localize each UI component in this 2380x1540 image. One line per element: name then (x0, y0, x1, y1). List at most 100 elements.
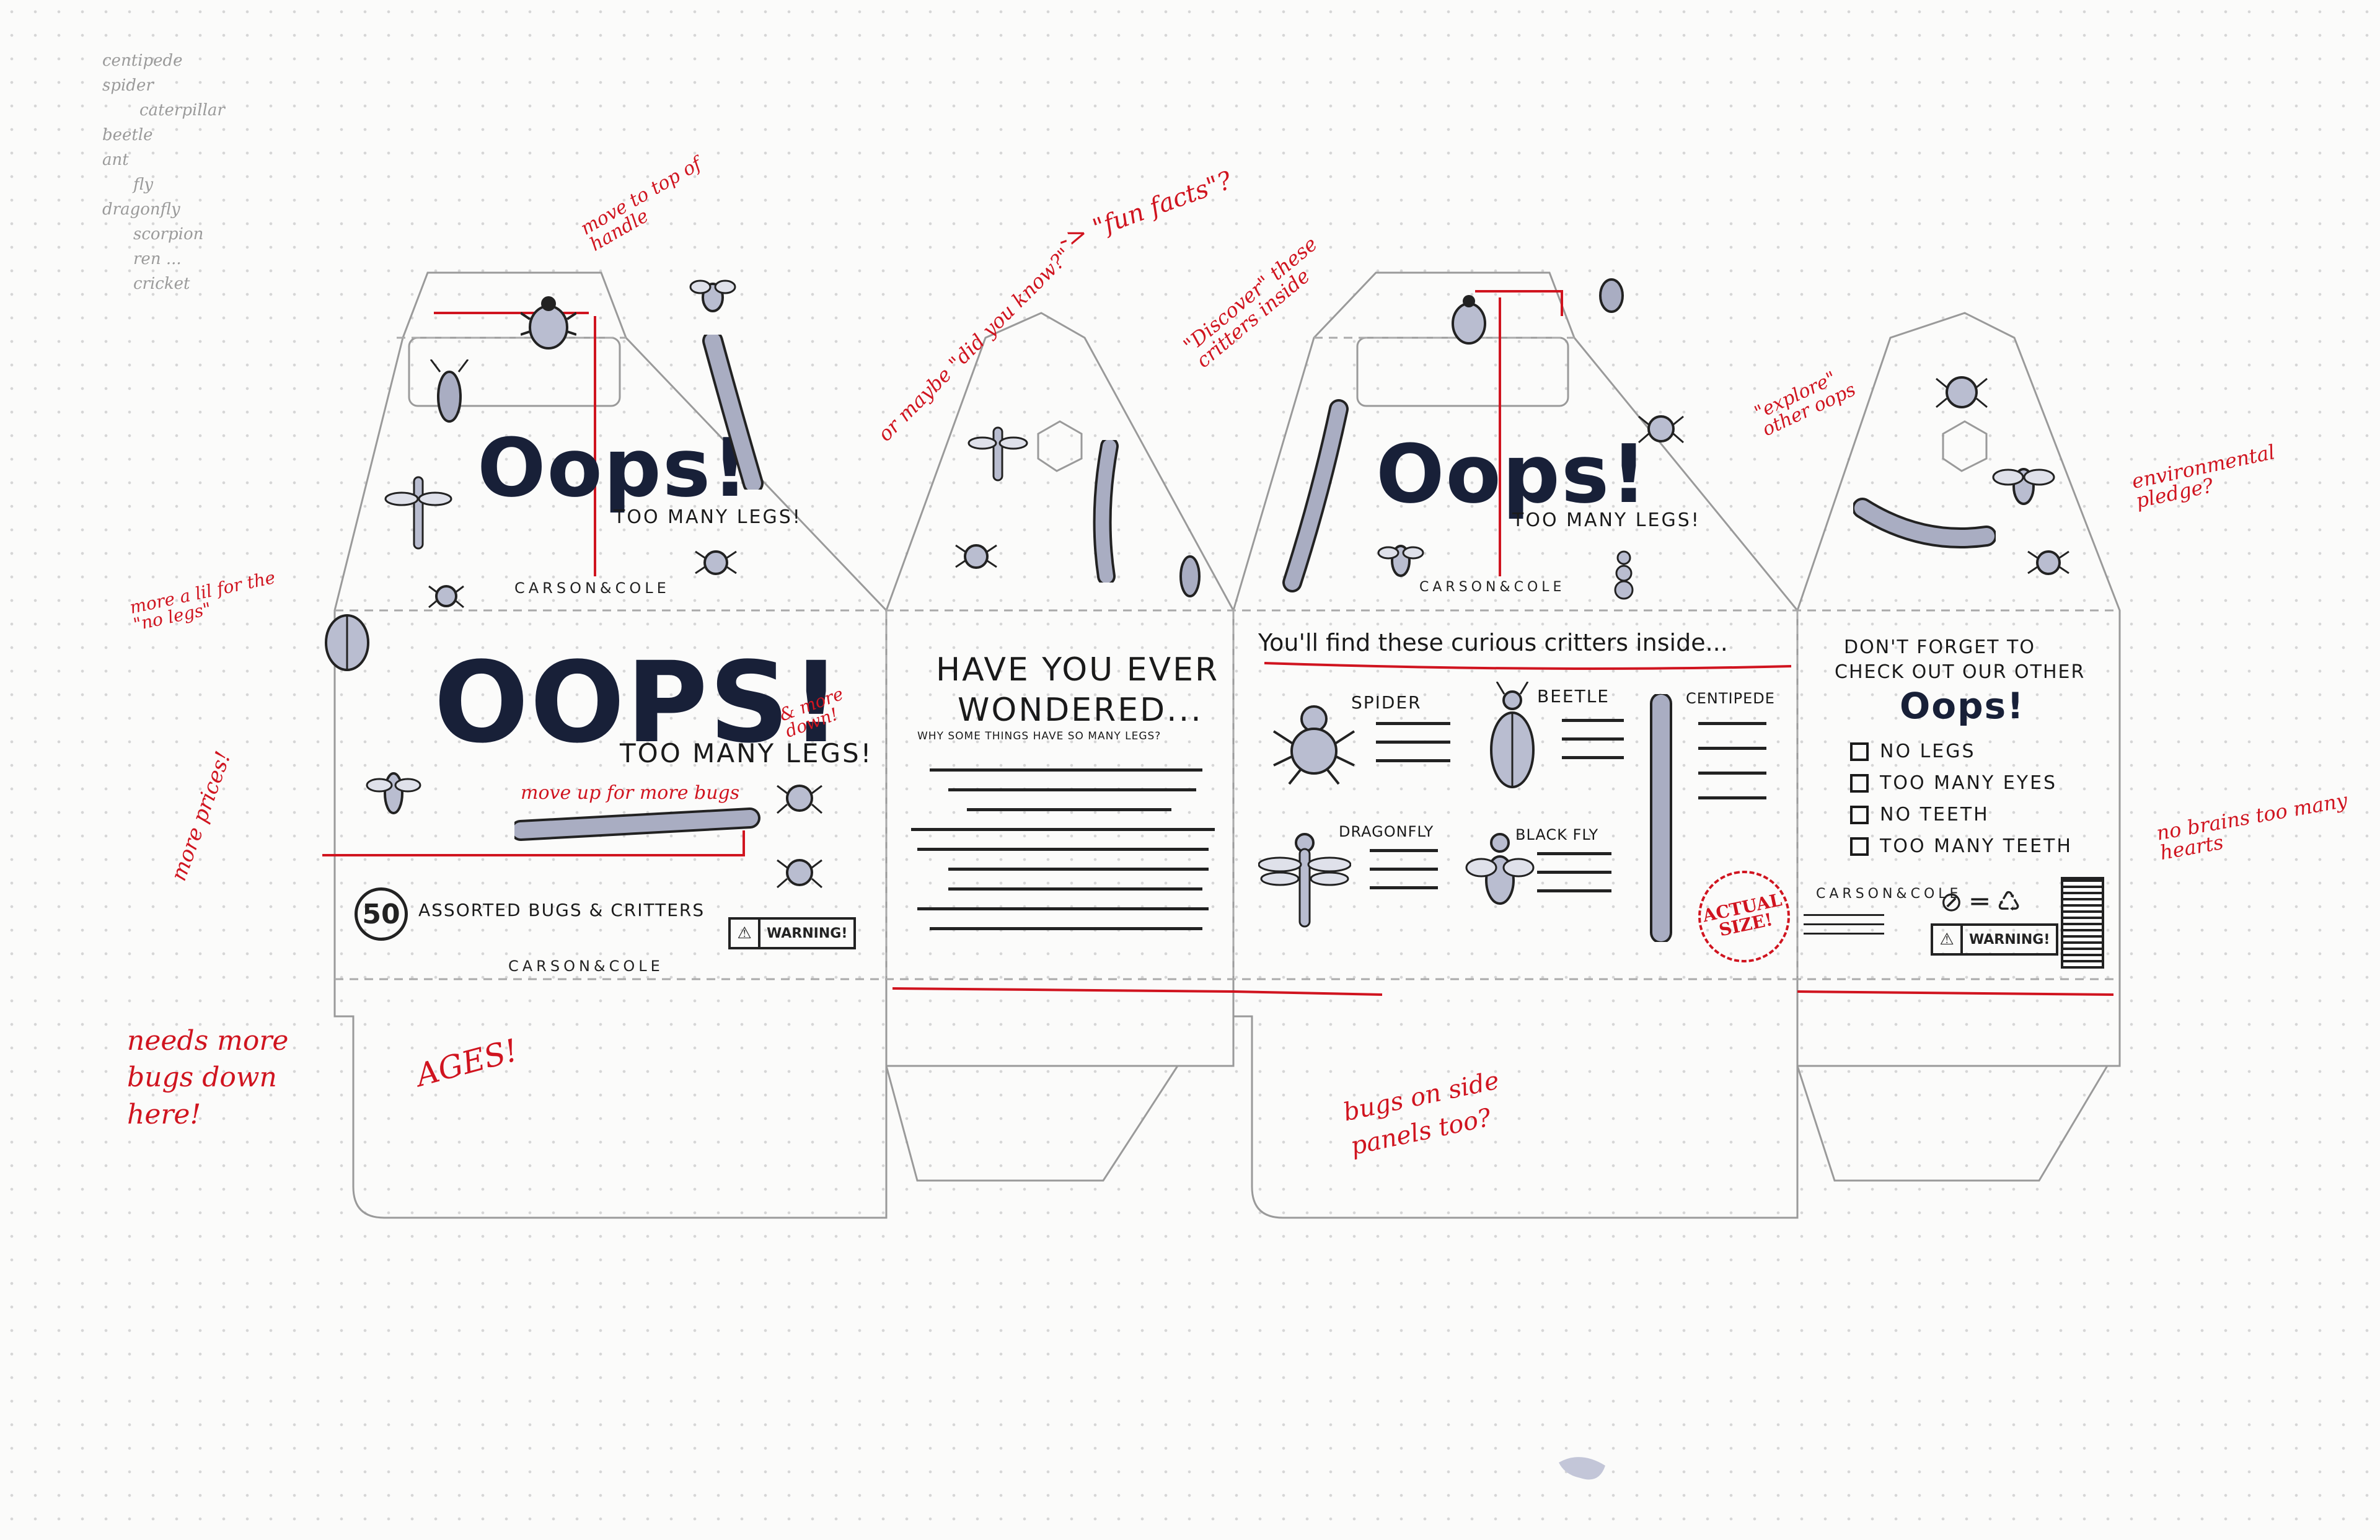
fly-icon (1992, 468, 2055, 505)
panel1-warning-text: WARNING! (767, 925, 848, 941)
panel2-heading-line1: HAVE YOU EVER (936, 651, 1220, 689)
panel1-count: 50 (362, 898, 400, 930)
beetle-icon (1490, 682, 1535, 788)
panel1-logo-main: OOPS! (434, 638, 843, 768)
panel1-tagline-main: TOO MANY LEGS! (620, 738, 873, 768)
critter-label-blackfly: BLACK FLY (1515, 826, 1599, 843)
centipede-icon (702, 335, 764, 490)
margin-note: ant (102, 151, 129, 169)
panel1-count-label: ASSORTED BUGS & CRITTERS (418, 900, 705, 920)
text-line (911, 828, 1215, 831)
panel4-brand: CARSON&COLE (1816, 886, 1962, 902)
centipede-icon (514, 807, 760, 841)
centipede-icon (1093, 440, 1119, 583)
critter-label-dragonfly: DRAGONFLY (1339, 823, 1434, 840)
text-line (917, 848, 1209, 851)
panel3-brand: CARSON&COLE (1419, 579, 1566, 595)
text-line (1376, 722, 1450, 725)
panel4-checklist: NO LEGS TOO MANY EYES NO TEETH TOO MANY … (1850, 741, 2073, 867)
text-line (1698, 796, 1766, 799)
checklist-item: TOO MANY TEETH (1850, 835, 2073, 857)
text-line (1370, 849, 1438, 852)
fly-icon (366, 772, 421, 814)
ant-icon (1614, 550, 1634, 600)
spider-icon (1638, 415, 1684, 444)
margin-note: scorpion (133, 225, 204, 244)
dragonfly-icon (967, 426, 1028, 482)
critter-label-beetle: BEETLE (1537, 686, 1610, 706)
text-line (1537, 871, 1611, 874)
margin-note: spider (102, 76, 154, 95)
text-line (948, 887, 1202, 891)
roach-icon (430, 359, 469, 423)
beetle-icon (521, 296, 576, 350)
panel1-brand-top: CARSON&COLE (514, 579, 670, 597)
spider-icon (777, 785, 822, 814)
panel2-heading-line2: WONDERED... (958, 692, 1203, 729)
panel4-logo: Oops! (1900, 685, 2025, 727)
margin-note: fly (133, 175, 154, 194)
panel3-logo: Oops! (1376, 427, 1649, 521)
annotation-needs-more: needs more bugs down here! (127, 1025, 289, 1130)
beetle-icon (1452, 295, 1486, 345)
beetle-icon (1599, 278, 1624, 313)
checklist-label: TOO MANY EYES (1880, 772, 2058, 794)
fly-icon (1377, 545, 1424, 577)
margin-note: ren ... (133, 250, 182, 268)
critter-label-spider: SPIDER (1351, 692, 1422, 713)
text-line (1537, 852, 1611, 855)
blackfly-icon (1465, 833, 1535, 905)
checkbox-icon (1850, 773, 1869, 793)
fly-icon (689, 279, 736, 312)
centipede-icon (1650, 694, 1672, 942)
checkbox-icon (1850, 837, 1869, 856)
centipede-icon (1282, 399, 1349, 592)
panel4-line2: CHECK OUT OUR OTHER (1835, 661, 2086, 683)
warning-triangle-icon: ⚠ (1933, 926, 1963, 953)
margin-note: centipede (102, 51, 183, 70)
checkbox-icon (1850, 742, 1869, 761)
checklist-label: NO LEGS (1880, 741, 1976, 762)
text-line (1562, 756, 1624, 759)
checklist-item: NO TEETH (1850, 804, 2073, 825)
text-line (1376, 759, 1450, 762)
margin-note: beetle (102, 126, 153, 144)
text-line (1370, 868, 1438, 871)
text-line (948, 868, 1209, 871)
text-line (1698, 722, 1766, 725)
panel1-count-badge: 50 (355, 887, 408, 941)
panel4-line1: DON'T FORGET TO (1844, 636, 2035, 658)
text-line (1376, 741, 1450, 744)
text-line (967, 808, 1171, 811)
margin-note: dragonfly (102, 200, 180, 219)
spider-icon (1272, 705, 1355, 785)
checkbox-icon (1850, 805, 1869, 824)
panel4-warning-label: ⚠ WARNING! (1931, 923, 2059, 956)
panel3-intro: You'll find these curious critters insid… (1258, 629, 1728, 656)
checklist-label: TOO MANY TEETH (1880, 835, 2073, 857)
critter-label-centipede: CENTIPEDE (1686, 690, 1775, 707)
spider-icon (777, 859, 822, 889)
spider-icon (955, 544, 997, 569)
dragonfly-icon (1258, 833, 1351, 928)
dragonfly-icon (384, 476, 452, 550)
margin-note: caterpillar (139, 101, 225, 120)
text-line (1804, 923, 1884, 925)
panel1-tagline-top: TOO MANY LEGS! (614, 506, 802, 528)
text-line (930, 768, 1202, 772)
text-line (930, 927, 1202, 930)
centipede-icon (1853, 498, 1996, 548)
text-line (1370, 886, 1438, 889)
text-line (948, 788, 1196, 791)
margin-note: cricket (133, 275, 190, 293)
checklist-item: NO LEGS (1850, 741, 2073, 762)
text-line (1698, 747, 1766, 750)
spider-icon (1936, 376, 1988, 408)
panel1-logo-top: Oops! (477, 421, 750, 515)
tick-icon (428, 585, 464, 609)
panel3-tagline: TOO MANY LEGS! (1512, 509, 1701, 531)
margin-note-list: centipede spider caterpillar beetle ant … (102, 53, 225, 292)
warning-triangle-icon: ⚠ (731, 920, 760, 947)
text-line (1562, 737, 1624, 741)
